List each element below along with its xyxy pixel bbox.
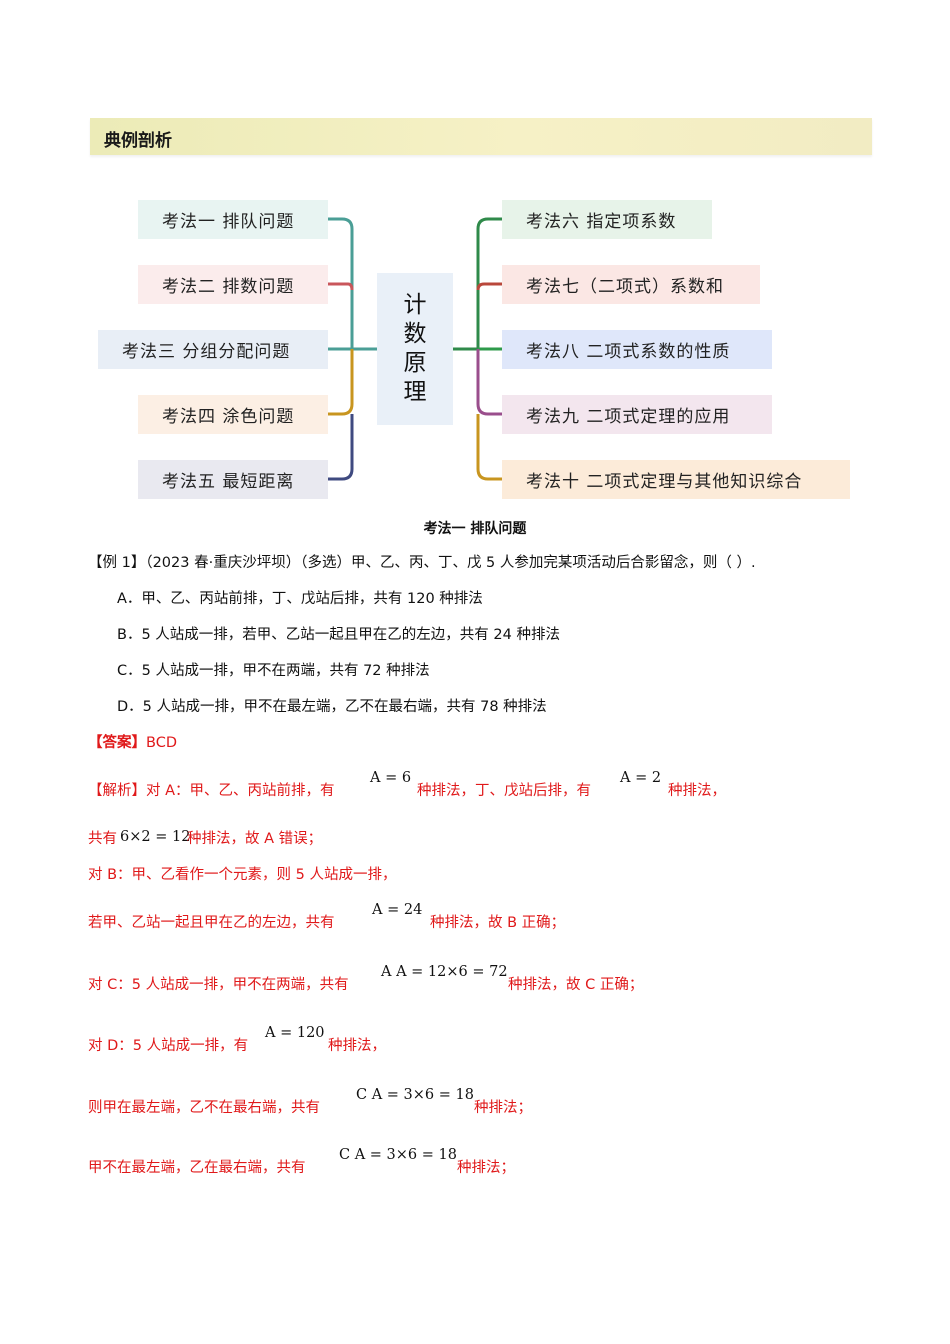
analysis-line-1b: 种排法，丁、戊站后排，有 [417, 783, 591, 799]
connector-left-2 [328, 282, 354, 291]
option-a: A．甲、乙、丙站前排，丁、戊站后排，共有 120 种排法 [117, 591, 483, 607]
analysis-line-8a: 甲不在最左端，乙在最右端，共有 [88, 1160, 306, 1176]
option-b: B．5 人站成一排，若甲、乙站一起且甲在乙的左边，共有 24 种排法 [117, 627, 560, 643]
connector-left-1 [328, 217, 354, 349]
connector-right-2 [476, 282, 502, 291]
connector-left-4 [328, 349, 354, 416]
answer-label: 【答案】 [88, 735, 146, 751]
analysis-line-1a: 【解析】对 A：甲、乙、丙站前排，有 [88, 783, 335, 799]
mindmap-node-left-3: 考法三 分组分配问题 [98, 330, 328, 369]
mindmap-node-right-1: 考法六 指定项系数 [502, 200, 712, 239]
analysis-line-2a: 共有 [88, 831, 117, 847]
analysis-line-4a: 若甲、乙站一起且甲在乙的左边，共有 [88, 915, 335, 931]
analysis-line-5b: 种排法，故 C 正确； [508, 977, 644, 993]
mindmap-node-left-2: 考法二 排数问题 [138, 265, 328, 304]
answer-line: 【答案】BCD [88, 733, 177, 753]
analysis-line-6b: 种排法， [328, 1038, 386, 1054]
mindmap-center: 计 数 原 理 [377, 273, 453, 425]
formula-c13a33-2: C A = 3×6 = 18 [339, 1147, 457, 1163]
answer-value: BCD [146, 735, 177, 751]
connector-right-4 [476, 349, 502, 416]
section-title: 考法一 排队问题 [423, 521, 527, 537]
example-stem: 【例 1】（2023 春·重庆沙坪坝）（多选）甲、乙、丙、丁、戊 5 人参加完某… [88, 555, 756, 571]
analysis-line-6a: 对 D：5 人站成一排，有 [88, 1038, 249, 1054]
analysis-line-1c: 种排法， [668, 783, 726, 799]
analysis-line-8b: 种排法； [457, 1160, 515, 1176]
option-d: D．5 人站成一排，甲不在最左端，乙不在最右端，共有 78 种排法 [117, 699, 547, 715]
mindmap-node-left-1: 考法一 排队问题 [138, 200, 328, 239]
mindmap-connectors [328, 217, 502, 481]
formula-product: 6×2 = 12 [120, 829, 191, 845]
formula-a33: A = 6 [370, 770, 412, 786]
banner-title: 典例剖析 [104, 131, 172, 151]
analysis-line-3: 对 B：甲、乙看作一个元素，则 5 人站成一排， [88, 867, 397, 883]
mindmap-node-left-4: 考法四 涂色问题 [138, 395, 328, 434]
formula-a22a33: A A = 12×6 = 72 [381, 964, 508, 980]
formula-a44: A = 24 [372, 902, 423, 918]
mindmap-node-right-2: 考法七（二项式）系数和 [502, 265, 760, 304]
formula-c13a33-1: C A = 3×6 = 18 [356, 1087, 474, 1103]
formula-a22: A = 2 [620, 770, 662, 786]
formula-a55: A = 120 [265, 1025, 325, 1041]
analysis-line-4b: 种排法，故 B 正确； [430, 915, 566, 931]
analysis-line-2b: 种排法，故 A 错误； [187, 831, 323, 847]
mindmap-node-right-5: 考法十 二项式定理与其他知识综合 [502, 460, 850, 499]
mindmap-node-right-4: 考法九 二项式定理的应用 [502, 395, 772, 434]
analysis-line-7b: 种排法； [474, 1100, 532, 1116]
connector-left-5 [328, 414, 354, 481]
section-banner: 典例剖析 [90, 118, 872, 155]
connector-right-1 [476, 217, 502, 349]
analysis-line-7a: 则甲在最左端，乙不在最右端，共有 [88, 1100, 320, 1116]
option-c: C．5 人站成一排，甲不在两端，共有 72 种排法 [117, 663, 430, 679]
mindmap-node-right-3: 考法八 二项式系数的性质 [502, 330, 772, 369]
mindmap-node-left-5: 考法五 最短距离 [138, 460, 328, 499]
connector-right-5 [476, 414, 502, 481]
analysis-line-5a: 对 C：5 人站成一排，甲不在两端，共有 [88, 977, 349, 993]
